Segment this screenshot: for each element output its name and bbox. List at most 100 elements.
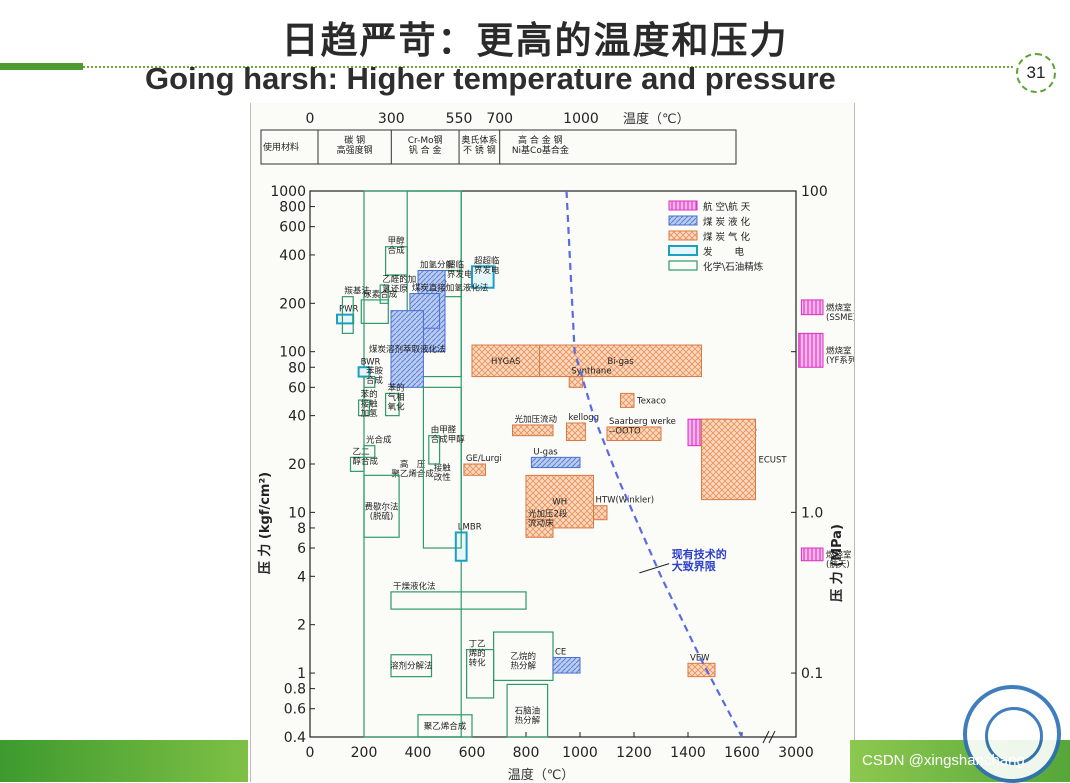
legend-swatch-blue	[668, 215, 698, 226]
region-label: U-gas	[533, 447, 558, 457]
region-green	[363, 474, 400, 538]
region-label: 羰基法	[344, 286, 370, 297]
region-label: 乙醛的加氢还原	[382, 274, 416, 295]
left-tick-label: 100	[279, 345, 306, 361]
bottom-axis-label: 温度（℃）	[508, 767, 575, 782]
left-tick-label: 1000	[270, 184, 306, 200]
legend-swatch-pink	[668, 200, 698, 211]
region-cyan	[471, 265, 495, 289]
region-orange	[687, 662, 716, 678]
region-label: 超临界发电	[447, 260, 473, 281]
region-label: 丁乙烯的转化	[469, 640, 487, 669]
region-label: 燃烧室(SSME)	[826, 302, 854, 323]
region-green	[357, 399, 370, 417]
left-tick-label: 60	[288, 380, 306, 396]
region-label: 甲醇合成	[388, 236, 406, 257]
region-green	[363, 375, 376, 388]
legend-label: 化学\石油精炼	[703, 261, 764, 273]
region-label: 高 压聚乙烯合成	[391, 459, 434, 480]
region-cyan	[336, 313, 355, 325]
material-row-cell: Cr-Mo钢钒 合 金	[408, 134, 443, 156]
region-label: BWR	[361, 357, 381, 367]
legend-swatch-cyan	[668, 245, 698, 256]
region-label: Synthane	[571, 367, 611, 377]
region-green	[390, 591, 527, 610]
axis-break-mark	[762, 730, 776, 744]
region-label: 乙烷的热分解	[511, 651, 537, 672]
slide-title-chinese: 日趋严苛：更高的温度和压力	[281, 19, 789, 62]
right-tick-label: 100	[801, 184, 828, 200]
left-tick-label: 0.8	[284, 682, 306, 698]
left-tick-label: 1	[297, 666, 306, 682]
material-row-cell: 奥氏体系不 锈 钢	[461, 134, 497, 156]
top-tick-label: 550	[446, 111, 473, 127]
bottom-tick-label: 1200	[616, 745, 652, 761]
region-orange	[593, 505, 608, 521]
region-label: 燃烧室(YF系列)	[826, 345, 854, 366]
region-orange	[701, 418, 756, 501]
top-axis-label: 温度（℃）	[623, 111, 690, 127]
region-green	[428, 435, 441, 465]
region-green	[349, 456, 365, 472]
bottom-tick-label: 0	[306, 745, 315, 761]
region-label: 煤炭溶剂萃取液化法	[369, 344, 446, 355]
right-tick-label: 1.0	[801, 505, 823, 521]
region-orange	[471, 344, 540, 378]
top-tick-label: 0	[306, 111, 315, 127]
left-tick-label: 10	[288, 505, 306, 521]
bottom-tick-label: 1000	[562, 745, 598, 761]
region-blue	[552, 656, 581, 674]
region-green	[385, 246, 408, 276]
left-tick-label: 8	[297, 521, 306, 537]
region-label: Saarberg werke--OOTO	[609, 417, 676, 437]
region-label: 加氢分解	[420, 260, 455, 271]
bottom-tick-label: 3000	[778, 745, 814, 761]
region-blue	[530, 456, 581, 469]
region-label: 乙二醇合成	[353, 447, 379, 467]
region-green	[363, 445, 376, 458]
region-green	[506, 683, 549, 738]
left-tick-label: 6	[297, 541, 306, 557]
page-number-badge: 31	[1016, 53, 1056, 93]
region-label: Bi-gas	[607, 357, 634, 367]
region-label: 尿素合成	[363, 289, 398, 300]
region-label: 干燥液化法	[393, 581, 436, 592]
region-label: 聚乙烯合成	[424, 721, 467, 732]
left-tick-label: 0.6	[284, 702, 306, 718]
limit-curve-label: 现有技术的大致界限	[672, 547, 727, 573]
top-tick-label: 1000	[563, 111, 599, 127]
region-orange	[568, 376, 584, 388]
technology-limit-curve	[565, 190, 743, 738]
left-tick-label: 4	[297, 569, 306, 585]
region-label: 由甲醛合成甲醇	[431, 425, 466, 446]
region-label: 苯的气相氧化	[388, 382, 406, 412]
bottom-tick-label: 1600	[724, 745, 760, 761]
legend-label: 发 电	[703, 246, 745, 258]
top-tick-label: 300	[378, 111, 405, 127]
region-orange	[620, 392, 635, 408]
region-pink	[800, 299, 824, 316]
right-axis-label: 压 力 (MPa)	[829, 524, 845, 602]
top-tick-label: 700	[486, 111, 513, 127]
footer-green-bar-left	[0, 740, 248, 782]
region-orange	[525, 519, 554, 538]
region-label: ECUST	[759, 455, 788, 465]
legend-swatch-green	[668, 260, 698, 271]
left-tick-label: 200	[279, 296, 306, 312]
legend-label: 煤 炭 气 化	[703, 231, 751, 243]
region-label: 光加压2段流动床	[528, 509, 568, 530]
legend-label: 煤 炭 液 化	[703, 216, 751, 228]
bottom-tick-label: 800	[513, 745, 540, 761]
region-green	[341, 296, 354, 334]
region-label: 光加压流动	[515, 414, 558, 425]
region-label: LMBR	[458, 522, 482, 532]
region-blue	[390, 310, 424, 388]
left-tick-label: 2	[297, 618, 306, 634]
region-pink	[798, 332, 824, 368]
bottom-tick-label: 600	[459, 745, 486, 761]
region-label: 光合成	[366, 435, 392, 446]
bottom-tick-label: 1400	[670, 745, 706, 761]
